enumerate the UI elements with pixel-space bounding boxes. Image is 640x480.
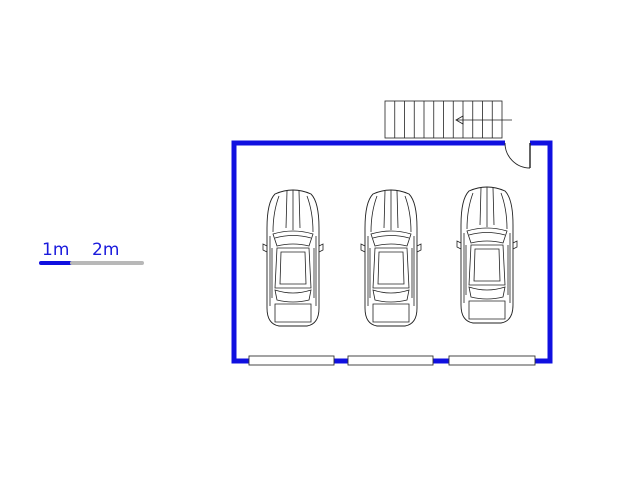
garage-windows (248, 355, 536, 366)
car-topview-icon (262, 189, 324, 327)
window-icon (347, 355, 434, 366)
staircase-icon (384, 100, 512, 139)
car-topview-icon (456, 186, 518, 324)
scale-bar: 1m 2m (39, 240, 144, 265)
scale-label-2m: 2m (92, 240, 119, 260)
window-icon (248, 355, 335, 366)
car-topview-icon (360, 189, 422, 327)
scale-label-1m: 1m (42, 240, 69, 260)
door-swing-icon (504, 142, 531, 169)
window-icon (448, 355, 536, 366)
